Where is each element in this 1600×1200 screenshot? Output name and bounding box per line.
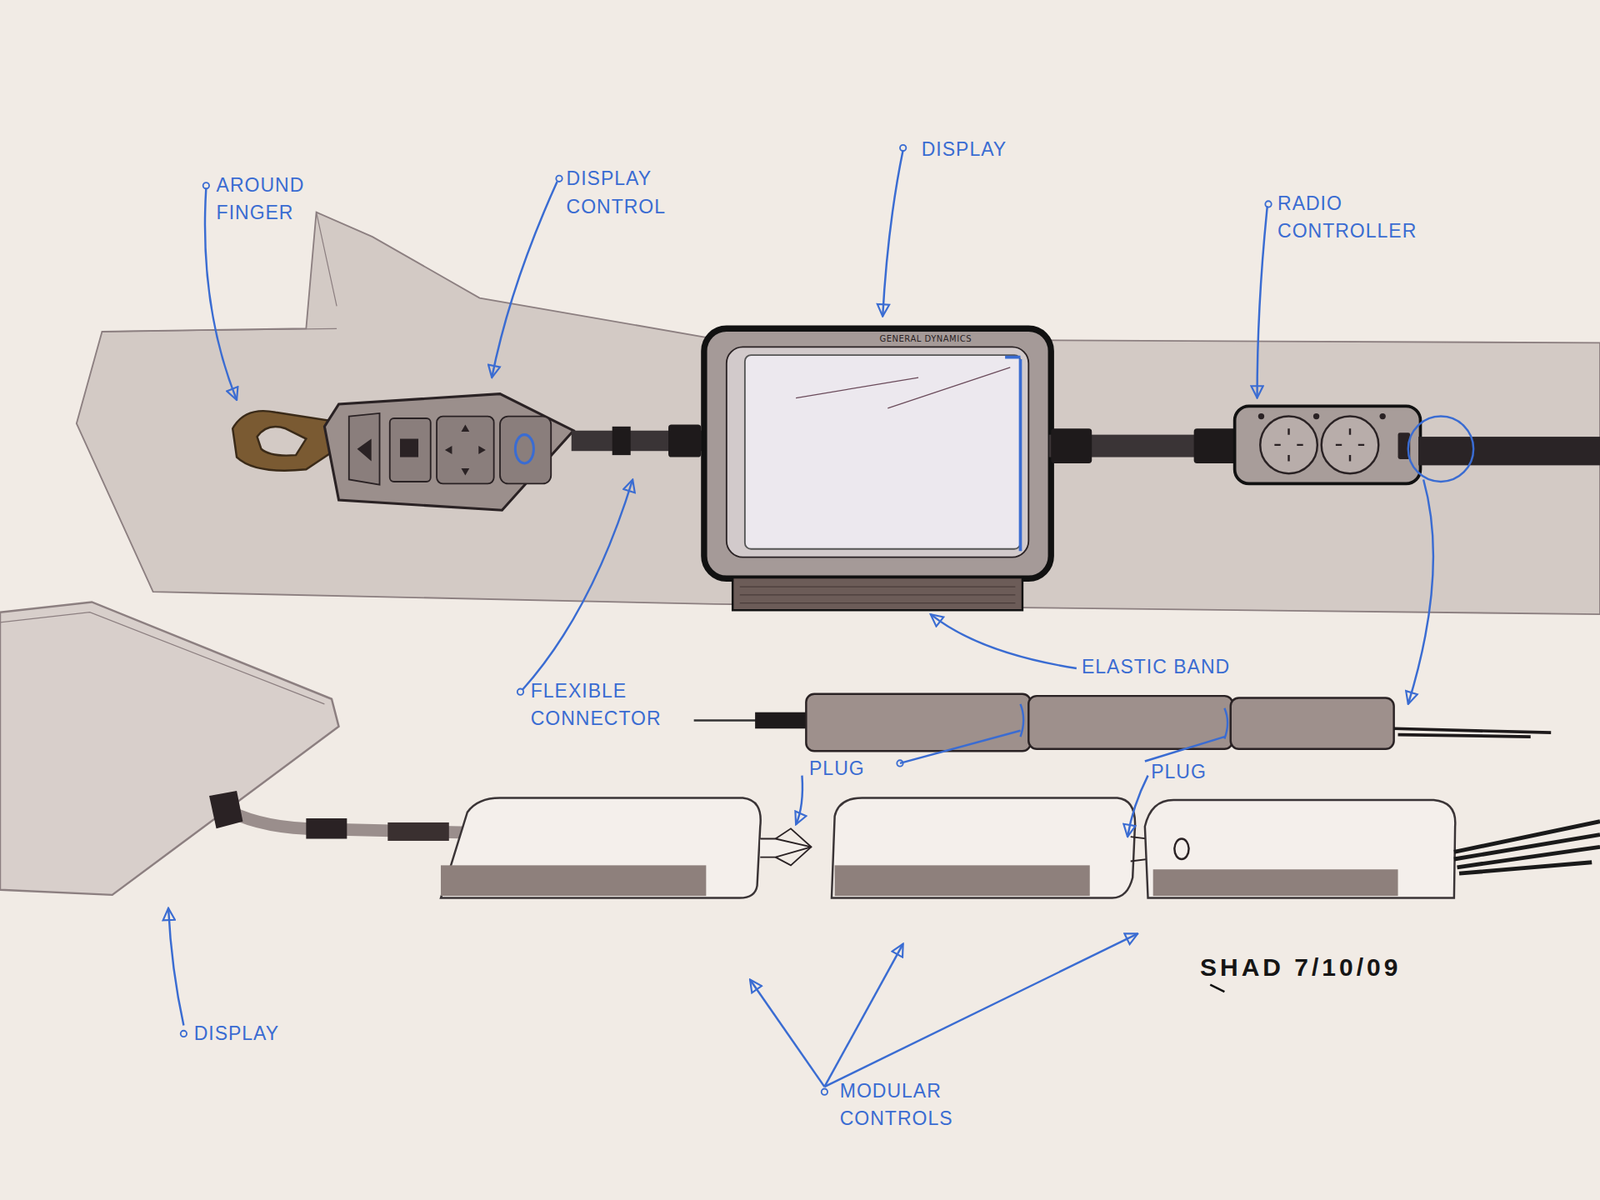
radio-controller: [1235, 405, 1421, 484]
callout-label: DISPLAY: [194, 1020, 280, 1048]
callout-label: PLUG: [809, 755, 865, 783]
callout-label: DISPLAY CONTROL: [566, 165, 709, 221]
tablet-display: [0, 601, 340, 895]
callout-label: ELASTIC BAND: [1081, 653, 1230, 681]
control-module: [440, 798, 761, 899]
display-control: [324, 394, 574, 511]
finger-loop: [232, 410, 337, 471]
callout-label: AROUND FINGER: [216, 171, 342, 228]
callout-label: DISPLAY: [921, 135, 1007, 164]
wrist-display: [704, 328, 1051, 579]
leader-lines: [168, 150, 1268, 1087]
callout-label: RADIO CONTROLLER: [1277, 190, 1445, 246]
elastic-band: [732, 577, 1023, 610]
callout-label: MODULAR CONTROLS: [840, 1077, 1007, 1134]
modular-strip: [805, 694, 1030, 752]
forearm: [76, 212, 1600, 615]
brand-plate: GENERAL DYNAMICS: [880, 330, 976, 345]
callout-label: FLEXIBLE CONNECTOR: [530, 677, 690, 734]
brand-text: GENERAL DYNAMICS: [880, 334, 973, 344]
callout-label: PLUG: [1150, 758, 1207, 786]
signature-date: SHAD 7/10/09: [1200, 949, 1401, 986]
